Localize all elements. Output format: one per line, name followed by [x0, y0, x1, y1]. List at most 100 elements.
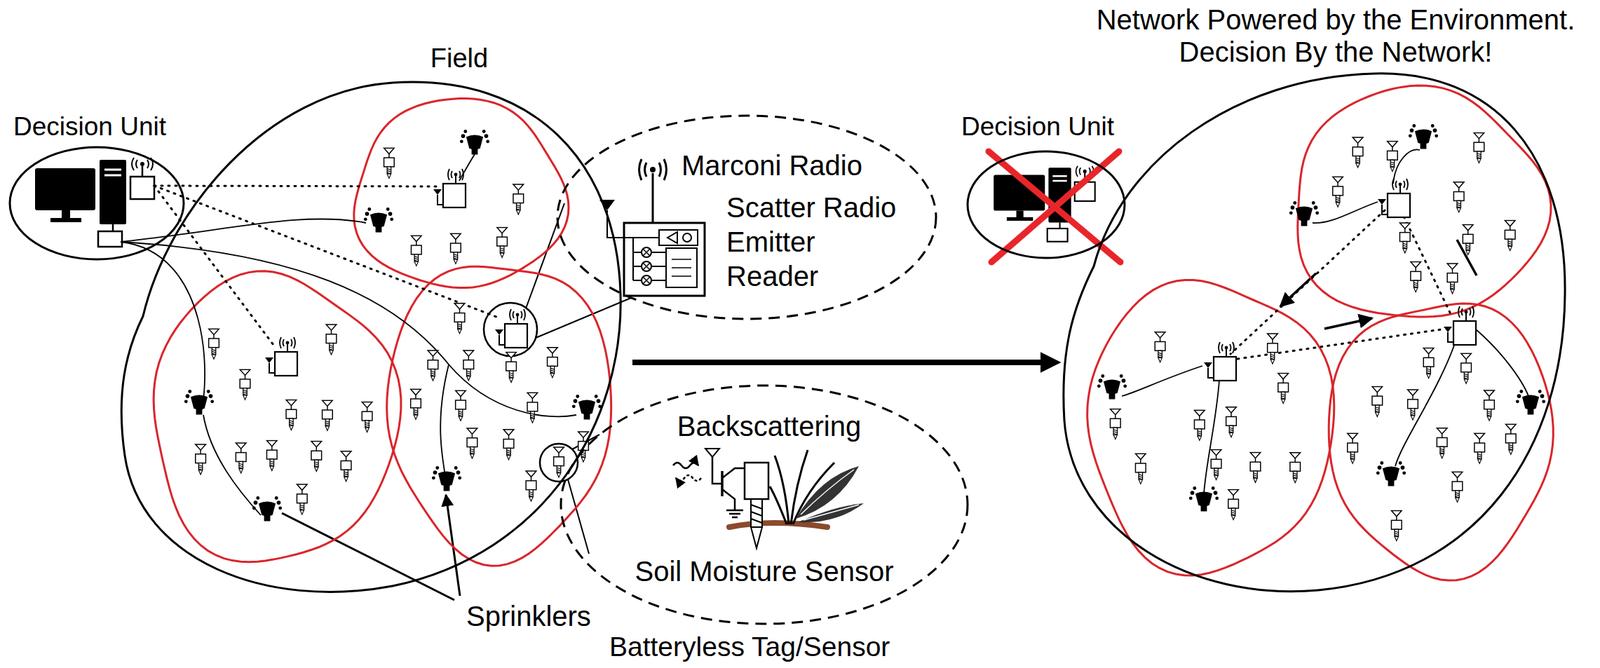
sprinkler-symbol — [1408, 124, 1439, 149]
sensor-tag — [547, 347, 559, 378]
sensor-tag — [1250, 452, 1261, 483]
sensor-tag — [427, 350, 439, 381]
sensor-tag — [1278, 373, 1289, 404]
sprinkler-symbol — [431, 466, 462, 491]
sensor-tag — [1423, 348, 1434, 379]
radio-symbol — [433, 168, 466, 208]
sensor-tag — [450, 233, 462, 264]
sensor-tag — [1391, 511, 1402, 542]
radio-symbol — [1377, 178, 1410, 218]
sensor-tag — [410, 235, 422, 266]
sensor-tag — [326, 324, 337, 355]
outline-ellipse — [9, 147, 184, 260]
zone-outline — [354, 98, 569, 289]
sensor-tag — [322, 400, 334, 431]
sensor-tag — [1462, 225, 1474, 256]
sensor-illustration — [722, 468, 745, 518]
radio-link — [154, 185, 274, 345]
outline-shape — [121, 82, 621, 592]
field-region: Network Powered by the Environment. Deci… — [1061, 2, 1571, 594]
flow-arrow — [632, 359, 1042, 366]
water-pipe — [440, 364, 449, 484]
sensor-tag — [1210, 450, 1222, 481]
decision-unit: Decision Unit — [7, 110, 191, 263]
radio-link — [1230, 210, 1385, 355]
sensor-illustration — [675, 475, 702, 481]
text-label: Batteryless Tag/Sensor — [609, 632, 890, 663]
sensor-illustration — [744, 462, 769, 500]
leader-lines — [553, 447, 565, 478]
node-outline — [119, 42, 633, 591]
sensor-tag — [463, 350, 474, 381]
outline-ellipse — [560, 385, 968, 625]
sprinkler-symbol — [1289, 201, 1319, 226]
radio-illustration — [642, 248, 650, 284]
sensor-tag — [296, 484, 308, 515]
sensor-tag — [1267, 333, 1279, 364]
sensor-tag — [361, 401, 373, 432]
water-pipe — [120, 218, 366, 242]
water-pipe — [1121, 365, 1203, 397]
sprinkler-symbol — [363, 207, 394, 233]
outline-shape — [1063, 73, 1565, 592]
sensor-tag — [1387, 141, 1399, 172]
sensor-tag — [1347, 433, 1359, 464]
radio-illustration — [652, 173, 655, 223]
zone-outline — [153, 271, 402, 563]
sensor-tag — [286, 400, 297, 431]
radio-link — [1400, 210, 1452, 316]
sensor-tag — [1474, 433, 1486, 464]
sensor-tag — [455, 390, 467, 421]
leader-lines — [281, 495, 460, 601]
sensor-tag — [1473, 132, 1485, 163]
radio-illustration — [671, 259, 692, 277]
sensor-tag — [340, 451, 352, 482]
sensor-tag — [506, 351, 517, 383]
sensor-illustration — [705, 448, 720, 458]
sprinkler-symbol — [572, 394, 602, 420]
leader-lines — [483, 302, 538, 357]
sensor-tag — [1452, 471, 1463, 503]
water-pipe — [1475, 329, 1529, 397]
water-pipe — [120, 241, 577, 417]
text-label: Backscattering — [677, 410, 861, 443]
radio-illustration — [659, 229, 698, 246]
sensor-callout: BackscatteringSoil Moisture SensorBatter… — [559, 384, 969, 667]
water-pipe — [203, 415, 261, 516]
sensor-tag — [1505, 424, 1516, 455]
zone-outline — [1087, 279, 1335, 576]
radio-symbol — [265, 337, 298, 376]
radio-link — [154, 185, 441, 187]
text-label: Network Powered by the Environment. Deci… — [1076, 3, 1596, 69]
sensor-tag — [1399, 222, 1410, 254]
radio-illustration — [649, 166, 656, 173]
sensor-tag — [497, 227, 508, 258]
sensor-tag — [1407, 389, 1419, 420]
water-pipe — [1312, 201, 1378, 223]
radio-symbol — [1203, 342, 1237, 381]
sensor-tag — [1372, 386, 1383, 417]
decision-unit: Decision Unit — [957, 110, 1127, 261]
sensor-tag — [1135, 453, 1146, 484]
text-label: Soil Moisture Sensor — [634, 555, 894, 588]
sensor-tag — [1461, 353, 1472, 384]
radio-illustration — [666, 248, 697, 288]
sensor-tag — [527, 392, 538, 423]
computer-icon — [35, 157, 155, 247]
sensor-tag — [1226, 407, 1237, 438]
sprinkler-symbol — [184, 389, 214, 415]
sprinkler-symbol — [1097, 374, 1127, 399]
sensor-illustration — [729, 523, 828, 528]
radio-illustration — [682, 233, 692, 242]
sensor-tag — [1410, 262, 1422, 293]
sensor-tag — [1447, 263, 1458, 294]
field-region: Field — [119, 42, 633, 591]
callout-label: Sprinklers — [466, 600, 592, 633]
sensor-tag — [1228, 490, 1239, 521]
zone-outline — [387, 266, 612, 566]
radio-callout: Marconi RadioScatter Radio Emitter Reade… — [557, 113, 938, 322]
radio-symbol — [1443, 306, 1476, 345]
radio-symbol — [495, 309, 528, 348]
text-label: Field — [430, 43, 488, 75]
